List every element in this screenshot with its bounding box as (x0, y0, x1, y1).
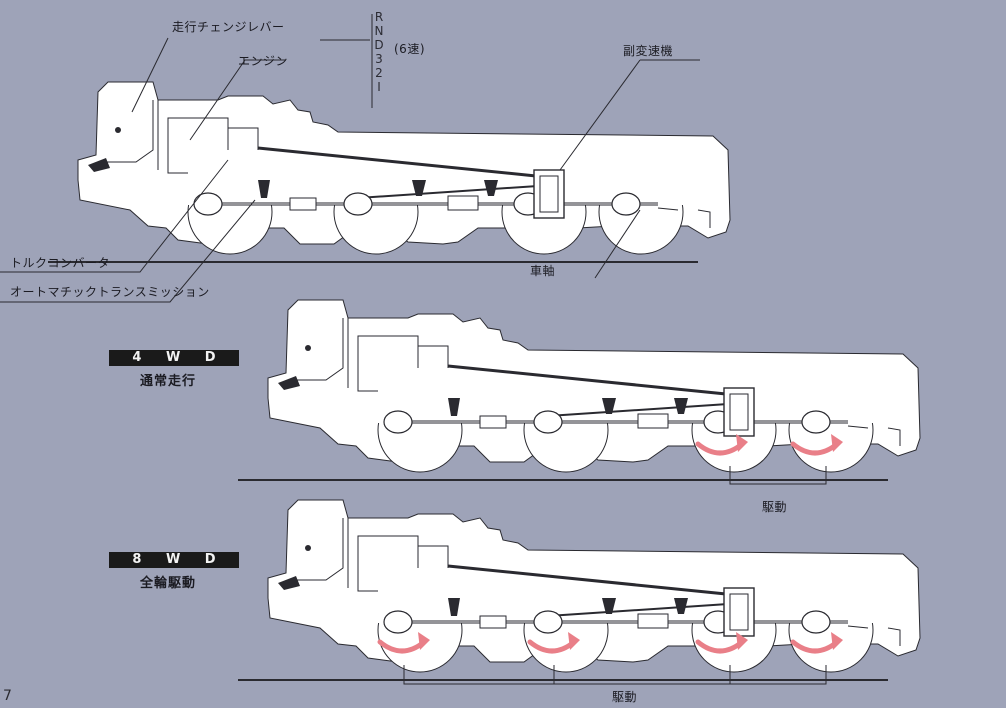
transfer-label: 副変速機 (623, 44, 674, 58)
truck-diagram-main (46, 80, 732, 264)
mode-badge-8wd: 8 W D (109, 552, 239, 568)
gear-r: R (374, 10, 384, 24)
mode-caption-4wd: 通常走行 (140, 374, 197, 389)
torque-converter-label: トルクコンバータ (10, 256, 111, 270)
gear-positions: R N D 3 2 I (372, 10, 386, 94)
gear-d: D (374, 38, 384, 52)
gear-2: 2 (375, 66, 383, 80)
gear-n: N (374, 24, 384, 38)
gear-1: I (377, 80, 381, 94)
leader-lines (0, 14, 827, 685)
shift-lever-label: 走行チェンジレバー (172, 20, 285, 34)
auto-transmission-label: オートマチックトランスミッション (10, 285, 210, 299)
axle-label: 車軸 (530, 264, 556, 278)
page-number: 7 (3, 688, 12, 704)
speeds-label: (6速) (394, 42, 425, 56)
mode-caption-8wd: 全輪駆動 (140, 576, 197, 591)
engine-label: エンジン (238, 54, 289, 68)
drive-label-8wd: 駆動 (612, 690, 638, 704)
gear-3: 3 (375, 52, 383, 66)
drive-label-4wd: 駆動 (762, 500, 788, 514)
mode-badge-4wd: 4 W D (109, 350, 239, 366)
